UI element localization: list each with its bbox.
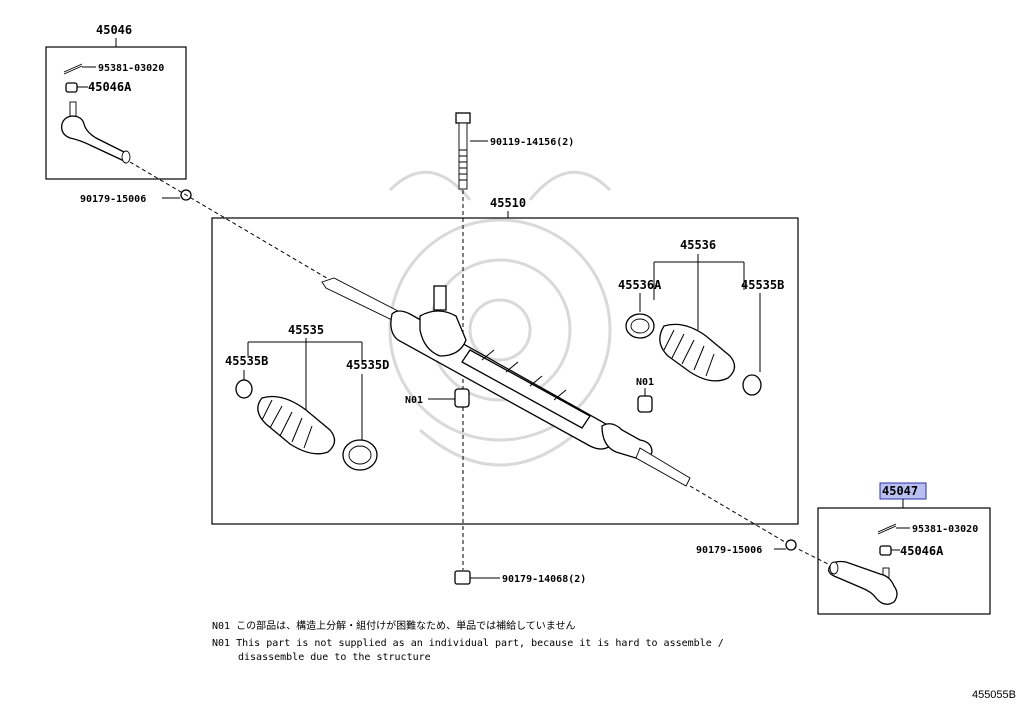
small-clamp-left-icon	[235, 379, 253, 399]
callout-90179-15006-left[interactable]: 90179-15006	[80, 194, 146, 205]
note-tag-jp: N01	[212, 621, 231, 632]
rack-boot-right-icon	[659, 323, 736, 382]
boot-kit-right-group[interactable]: 45536 45536A 45535B	[618, 238, 784, 396]
cotter-pin-right-icon	[877, 523, 897, 535]
steering-rack-icon	[321, 277, 691, 487]
callout-45535b-right[interactable]: 45535B	[741, 278, 784, 292]
right-outer-nut-group[interactable]: 90179-15006	[696, 539, 797, 556]
callout-95381-03020-left[interactable]: 95381-03020	[98, 63, 164, 74]
castle-nut-icon	[65, 82, 78, 93]
bushing-right-icon	[637, 395, 653, 413]
castle-nut-right-icon	[879, 545, 892, 556]
callout-45510[interactable]: 45510	[490, 196, 526, 210]
tie-rod-end-left-icon	[61, 101, 131, 164]
left-tie-rod-end-group[interactable]: 45046 95381-03020 45046A	[45, 23, 187, 180]
note-text-en-2: disassemble due to the structure	[238, 652, 431, 663]
callout-45046[interactable]: 45046	[96, 23, 132, 37]
note-line-en-2: disassemble due to the structure	[238, 651, 431, 664]
watermark-emblem	[388, 170, 612, 467]
callout-95381-03020-right[interactable]: 95381-03020	[912, 524, 978, 535]
boot-kit-left-group[interactable]: 45535 45535B 45535D	[225, 323, 389, 471]
note-tag-en: N01	[212, 638, 231, 649]
gear-assembly-group[interactable]: 45510	[211, 196, 799, 525]
callout-90119-14156[interactable]: 90119-14156(2)	[490, 137, 574, 148]
callout-45535b-left[interactable]: 45535B	[225, 354, 268, 368]
boot-clamp-left-icon	[342, 439, 378, 471]
bushing-left-group[interactable]: N01	[405, 388, 470, 408]
callout-n01-left[interactable]: N01	[405, 395, 423, 406]
callout-45046a-left[interactable]: 45046A	[88, 80, 132, 94]
callout-90179-15006-right[interactable]: 90179-15006	[696, 545, 762, 556]
callout-45536[interactable]: 45536	[680, 238, 716, 252]
rack-boot-left-icon	[257, 395, 336, 455]
right-tie-rod-end-group[interactable]: 45047 95381-03020 45046A	[817, 482, 991, 615]
callout-45535d[interactable]: 45535D	[346, 358, 389, 372]
note-text-jp: この部品は、構造上分解・組付けが困難なため、単品では補給していません	[236, 621, 576, 632]
bushing-left-icon	[454, 388, 470, 408]
callout-n01-right[interactable]: N01	[636, 377, 654, 388]
axis-line-rack	[129, 161, 831, 566]
note-line-en: N01 This part is not supplied as an indi…	[212, 637, 724, 650]
bolt-icon	[455, 112, 471, 190]
small-clamp-right-icon	[742, 374, 762, 396]
note-line-jp: N01 この部品は、構造上分解・組付けが困難なため、単品では補給していません	[212, 620, 576, 633]
lower-nut-icon	[454, 570, 471, 585]
callout-90179-14068[interactable]: 90179-14068(2)	[502, 574, 586, 585]
bushing-right-group[interactable]: N01	[636, 377, 654, 413]
callout-45535[interactable]: 45535	[288, 323, 324, 337]
boot-clamp-right-icon	[625, 313, 655, 339]
diagram-id: 455055B	[971, 689, 1016, 701]
left-outer-nut-group[interactable]: 90179-15006	[80, 189, 192, 205]
cotter-pin-icon	[63, 63, 83, 75]
hex-nut-right-icon	[785, 539, 797, 551]
callout-45536a[interactable]: 45536A	[618, 278, 662, 292]
mount-bolt-group[interactable]: 90119-14156(2)	[455, 112, 574, 190]
callout-45046a-right[interactable]: 45046A	[900, 544, 944, 558]
lower-nut-group[interactable]: 90179-14068(2)	[454, 570, 586, 585]
callout-45047[interactable]: 45047	[882, 484, 918, 498]
tie-rod-end-right-icon	[828, 560, 898, 605]
note-text-en: This part is not supplied as an individu…	[236, 638, 724, 649]
